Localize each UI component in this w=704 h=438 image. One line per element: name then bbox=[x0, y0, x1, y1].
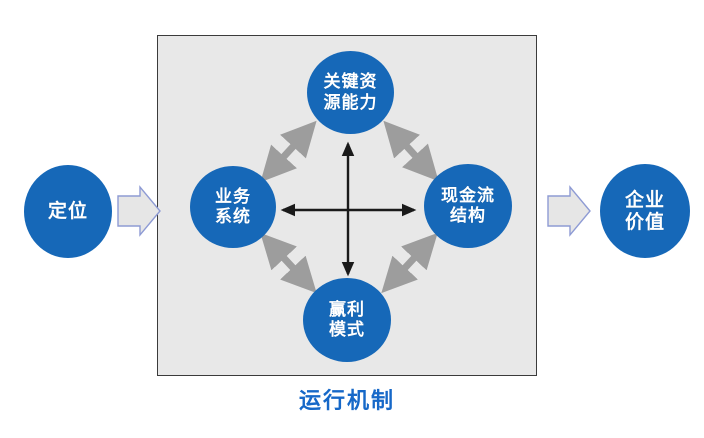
node-key-resources-label-line2: 源能力 bbox=[323, 92, 378, 113]
node-business-system-label-line1: 业务 bbox=[215, 186, 251, 207]
caption-operating-mechanism: 运行机制 bbox=[298, 389, 395, 414]
node-enterprise-value-label-line1: 企业 bbox=[624, 188, 665, 211]
flow-arrow-right bbox=[547, 185, 591, 237]
flow-arrow-left bbox=[117, 185, 161, 237]
node-positioning-label: 定位 bbox=[47, 200, 88, 223]
node-business-system-label-line2: 系统 bbox=[215, 207, 251, 227]
node-cashflow-structure-label-line1: 现金流 bbox=[441, 185, 495, 206]
node-key-resources-label-line1: 关键资 bbox=[323, 72, 378, 93]
node-business-system[interactable]: 业务 系统 bbox=[190, 166, 276, 248]
node-profit-model[interactable]: 赢利 模式 bbox=[303, 278, 391, 362]
node-cashflow-structure-label-line2: 结构 bbox=[450, 206, 486, 226]
node-cashflow-structure[interactable]: 现金流 结构 bbox=[424, 164, 512, 248]
node-profit-model-label-line2: 模式 bbox=[329, 320, 365, 340]
node-profit-model-label-line1: 赢利 bbox=[329, 299, 365, 320]
node-enterprise-value[interactable]: 企业 价值 bbox=[600, 164, 690, 258]
node-positioning[interactable]: 定位 bbox=[24, 165, 112, 258]
node-enterprise-value-label-line2: 价值 bbox=[624, 211, 665, 233]
node-key-resources[interactable]: 关键资 源能力 bbox=[307, 51, 394, 134]
